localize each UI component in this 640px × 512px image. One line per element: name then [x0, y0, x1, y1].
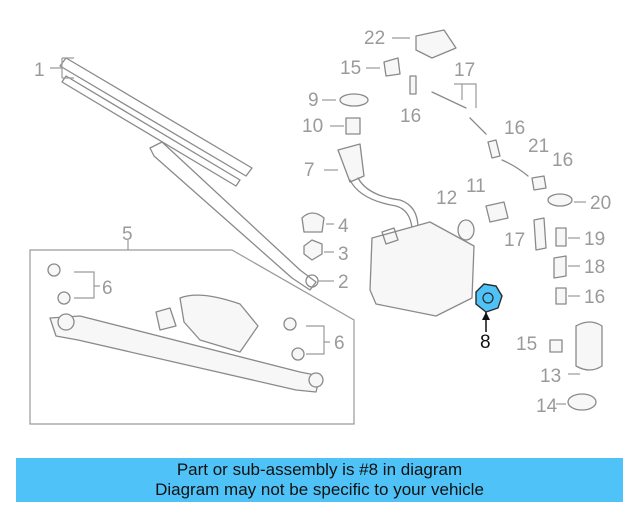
callout-19: 19 [584, 229, 605, 250]
callout-1: 1 [34, 60, 45, 81]
callout-13: 13 [540, 366, 561, 387]
callout-11: 11 [466, 176, 486, 197]
callout-12: 12 [436, 188, 457, 209]
callout-22: 22 [364, 28, 385, 49]
part-8-highlighted [475, 283, 503, 332]
washer-reservoir [324, 143, 475, 317]
wiper-blade-assembly [50, 57, 253, 187]
callout-7: 7 [304, 160, 315, 181]
callout-15b: 15 [516, 334, 537, 355]
callout-16d: 16 [584, 287, 605, 308]
callout-15a: 15 [340, 58, 361, 79]
nut-and-cap [301, 212, 334, 261]
wiper-linkage-box [29, 240, 355, 425]
parts-diagram: 1 2 3 4 5 6 6 7 8 9 10 11 12 13 14 15 15… [29, 28, 611, 425]
small-parts [322, 29, 603, 411]
callout-17b: 17 [504, 230, 525, 251]
callout-labels: 1 2 3 4 5 6 6 7 8 9 10 11 12 13 14 15 15… [34, 28, 611, 417]
callout-9: 9 [308, 90, 319, 111]
callout-14: 14 [536, 396, 558, 417]
banner-line-2: Diagram may not be specific to your vehi… [155, 480, 484, 499]
callout-3: 3 [338, 244, 349, 265]
wiper-arm [149, 141, 334, 291]
callout-6b: 6 [334, 333, 345, 354]
callout-16a: 16 [400, 106, 421, 127]
callout-8: 8 [480, 332, 491, 353]
callout-10: 10 [302, 116, 323, 137]
callout-20: 20 [590, 193, 611, 214]
callout-17a: 17 [454, 60, 475, 81]
callout-6a: 6 [102, 278, 113, 299]
callout-5: 5 [122, 224, 133, 245]
banner-line-1: Part or sub-assembly is #8 in diagram [176, 460, 463, 479]
info-banner: Part or sub-assembly is #8 in diagram Di… [16, 458, 623, 502]
callout-18: 18 [584, 257, 605, 278]
callout-2: 2 [338, 272, 349, 293]
callout-16c: 16 [552, 150, 573, 171]
callout-16b: 16 [504, 118, 525, 139]
callout-21: 21 [528, 136, 549, 157]
callout-4: 4 [338, 216, 349, 237]
